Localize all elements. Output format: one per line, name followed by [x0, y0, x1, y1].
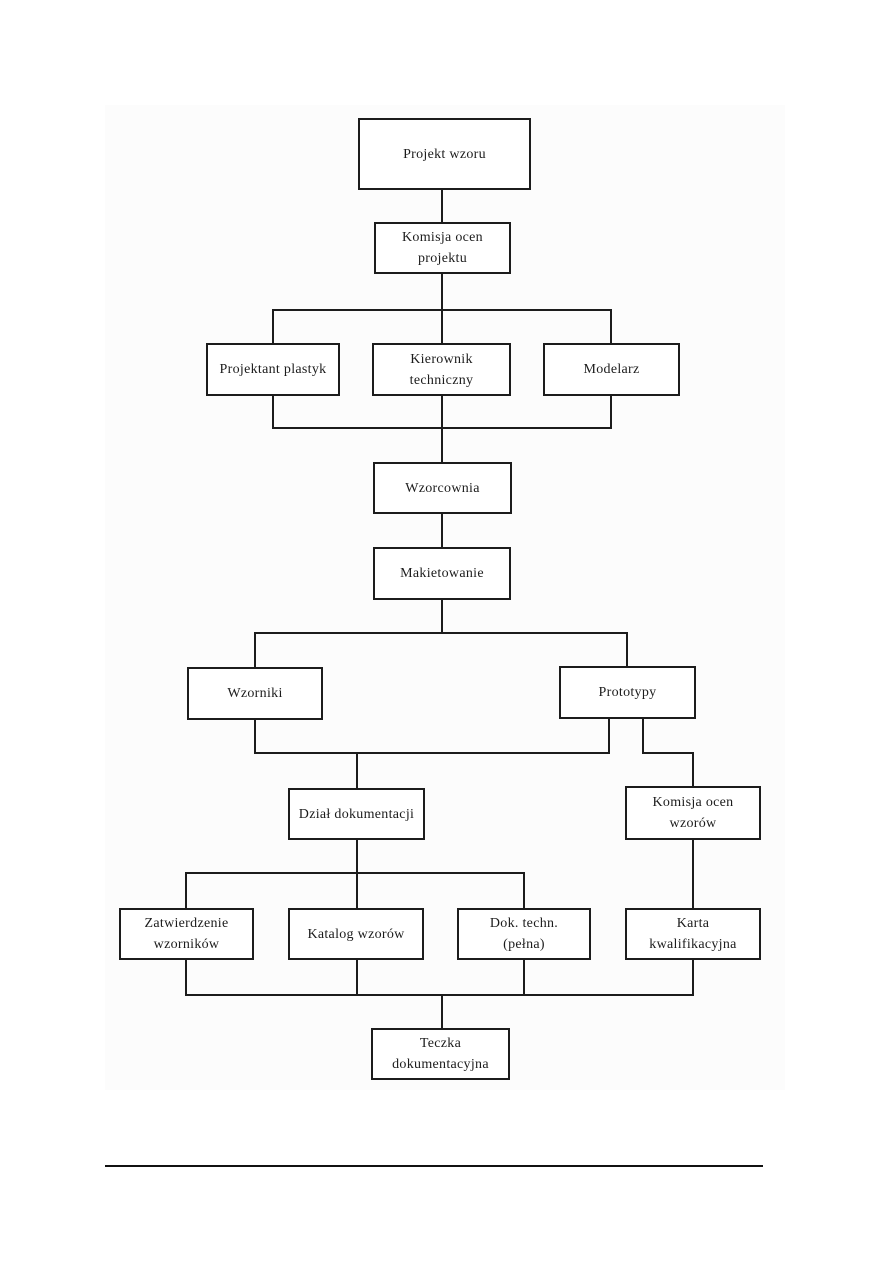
- edge-line: [254, 632, 628, 634]
- node-label: Projektant plastyk: [219, 362, 327, 377]
- node-katalog-wzorow: Katalog wzorów: [288, 908, 424, 960]
- edge-line: [185, 958, 187, 996]
- edge-line: [642, 718, 644, 754]
- node-label: Dok. techn. (pełna): [489, 916, 559, 952]
- edge-line: [441, 513, 443, 548]
- edge-line: [254, 632, 256, 668]
- edge-line: [642, 752, 694, 754]
- node-label: Katalog wzorów: [307, 926, 405, 942]
- edge-line: [523, 958, 525, 996]
- edge-line: [441, 189, 443, 223]
- edge-line: [356, 872, 358, 909]
- node-wzorniki: Wzorniki: [187, 667, 323, 720]
- edge-line: [272, 309, 274, 344]
- edge-line: [692, 839, 694, 909]
- node-dzial-dokumentacji: Dział dokumentacji: [288, 788, 425, 840]
- edge-line: [185, 872, 187, 909]
- node-teczka-dokumentacyjna: Teczka dokumentacyjna: [371, 1028, 510, 1080]
- node-modelarz: Modelarz: [543, 343, 680, 396]
- node-wzorcownia: Wzorcownia: [373, 462, 512, 514]
- node-prototypy: Prototypy: [559, 666, 696, 719]
- footer-rule: [105, 1165, 763, 1167]
- edge-line: [185, 872, 525, 874]
- node-label: Modelarz: [583, 362, 640, 377]
- node-komisja-ocen-projektu: Komisja ocen projektu: [374, 222, 511, 274]
- edge-line: [692, 958, 694, 996]
- node-label: Karta kwalifikacyjna: [649, 916, 737, 952]
- node-label: Komisja ocen projektu: [402, 230, 483, 266]
- node-makietowanie: Makietowanie: [373, 547, 511, 600]
- node-dok-techn: Dok. techn. (pełna): [457, 908, 591, 960]
- node-label: Komisja ocen wzorów: [652, 795, 734, 831]
- node-projekt-wzoru: Projekt wzoru: [358, 118, 531, 190]
- edge-line: [272, 427, 612, 429]
- edge-line: [610, 309, 612, 344]
- edge-line: [441, 994, 443, 1029]
- edge-line: [441, 427, 443, 463]
- node-label: Prototypy: [598, 685, 657, 700]
- node-projektant-plastyk: Projektant plastyk: [206, 343, 340, 396]
- edge-line: [523, 872, 525, 909]
- edge-line: [441, 599, 443, 634]
- node-label: Dział dokumentacji: [298, 806, 415, 822]
- node-label: Makietowanie: [400, 566, 484, 581]
- node-label: Teczka dokumentacyjna: [392, 1036, 489, 1072]
- edge-line: [254, 752, 610, 754]
- node-label: Zatwierdzenie wzorników: [144, 916, 229, 952]
- edge-line: [356, 958, 358, 996]
- node-kierownik-techniczny: Kierownik techniczny: [372, 343, 511, 396]
- node-komisja-ocen-wzorow: Komisja ocen wzorów: [625, 786, 761, 840]
- edge-line: [626, 632, 628, 667]
- node-label: Wzorcownia: [405, 480, 480, 496]
- edge-line: [441, 309, 443, 344]
- edge-line: [692, 752, 694, 787]
- edge-line: [272, 395, 274, 429]
- node-label: Wzorniki: [227, 686, 283, 701]
- edge-line: [356, 839, 358, 874]
- node-zatwierdzenie-wzornikow: Zatwierdzenie wzorników: [119, 908, 254, 960]
- edge-line: [272, 309, 612, 311]
- edge-line: [441, 272, 443, 311]
- edge-line: [356, 752, 358, 789]
- node-karta-kwalifikacyjna: Karta kwalifikacyjna: [625, 908, 761, 960]
- edge-line: [608, 718, 610, 754]
- edge-line: [185, 994, 694, 996]
- node-label: Projekt wzoru: [403, 146, 486, 162]
- edge-line: [610, 395, 612, 429]
- edge-line: [254, 719, 256, 754]
- edge-line: [441, 395, 443, 429]
- node-label: Kierownik techniczny: [409, 351, 474, 388]
